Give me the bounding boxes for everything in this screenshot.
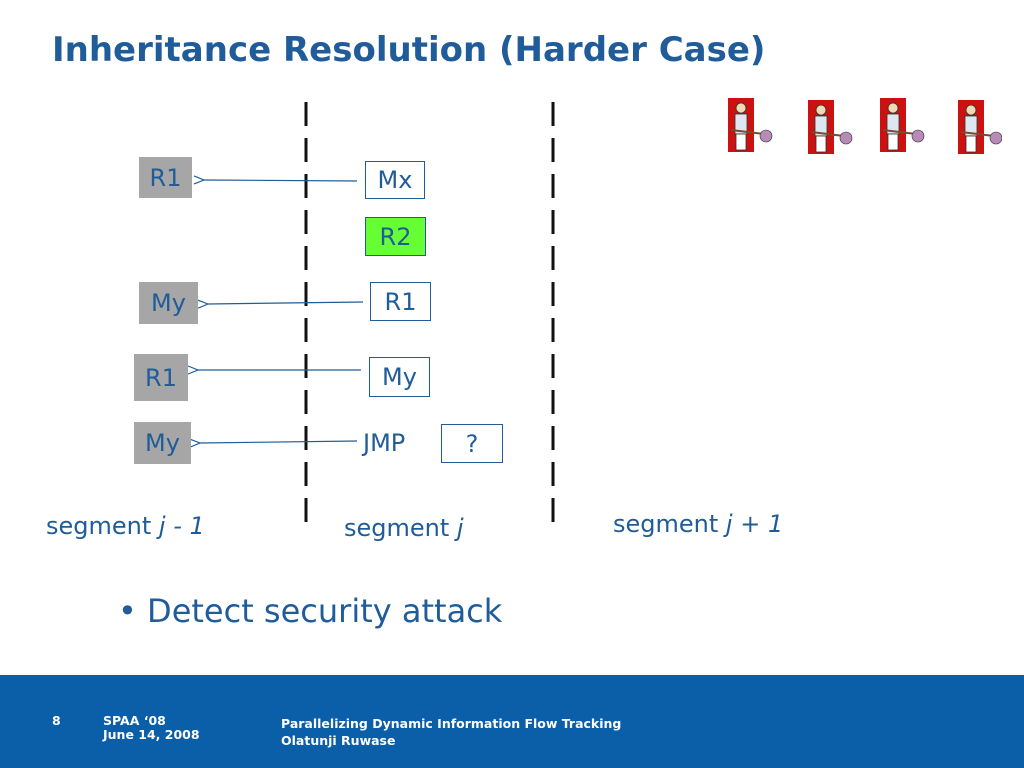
worker-icons (728, 98, 1002, 154)
worker-icon (728, 98, 773, 152)
worker-icon (958, 100, 1002, 154)
arrow-mx-to-r1 (204, 180, 358, 181)
arrow-jmp-to-my (200, 441, 358, 443)
segment-prev-label: segment j - 1 (46, 512, 205, 540)
r1-box: R1 (370, 282, 431, 321)
segment-next-label: segment j + 1 (613, 510, 784, 538)
conference-label: SPAA ‘08 (103, 713, 166, 728)
mx-box: Mx (365, 161, 425, 199)
segment-curr-label: segment j (344, 514, 464, 542)
prev-my-box-2: My (134, 422, 191, 464)
r2-box: R2 (365, 217, 426, 256)
worker-icon (808, 100, 853, 154)
talk-title: Parallelizing Dynamic Information Flow T… (281, 716, 622, 731)
arrow-r1-to-my (208, 302, 364, 304)
worker-icon (880, 98, 925, 152)
author-name: Olatunji Ruwase (281, 733, 396, 748)
my-box: My (369, 357, 430, 397)
jmp-label: JMP (363, 429, 406, 457)
bullet-item: • Detect security attack (118, 592, 502, 630)
prev-my-box: My (139, 282, 198, 324)
unknown-box: ? (441, 424, 503, 463)
prev-r1-box-2: R1 (134, 354, 188, 401)
footer-bar: 8 SPAA ‘08 June 14, 2008 Parallelizing D… (0, 675, 1024, 768)
slide-title: Inheritance Resolution (Harder Case) (52, 30, 766, 70)
page-number: 8 (52, 713, 61, 728)
bullet-text: Detect security attack (147, 592, 503, 630)
bullet-marker: • (118, 592, 137, 630)
date-label: June 14, 2008 (103, 727, 200, 742)
prev-r1-box: R1 (139, 157, 192, 198)
